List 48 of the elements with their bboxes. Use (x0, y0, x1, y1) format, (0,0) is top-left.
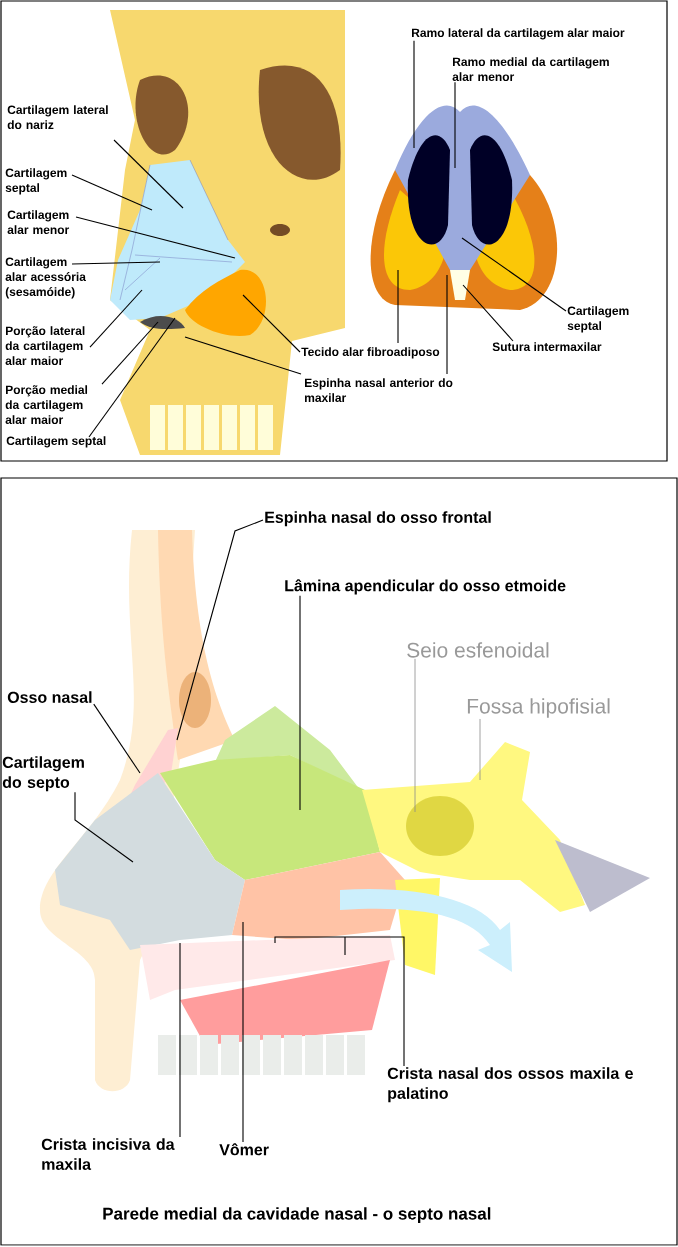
leader-line (274, 936, 405, 1067)
leader-line (75, 216, 236, 259)
leader-line (176, 519, 264, 741)
anatomy-label: Crista incisiva da maxila (41, 1138, 175, 1170)
anatomy-label: Porção lateral da cartilagem alar maior (5, 326, 85, 365)
anatomy-label: Ramo lateral da cartilagem alar maior (412, 28, 625, 40)
leader-line (299, 595, 301, 811)
leader-line (179, 942, 181, 1138)
leader-line (101, 321, 159, 385)
anatomy-label: Crista nasal dos ossos maxila e palatino (387, 1067, 633, 1103)
anatomy-label: Lâmina apendicular do osso etmoide (285, 579, 566, 595)
leader-line (413, 40, 415, 149)
leader-line (74, 791, 134, 863)
nasal-base-drawing (370, 105, 557, 310)
anatomy-label: Cartilagem lateral do nariz (7, 105, 108, 129)
anatomy-label: Ramo medial da cartilagem alar menor (452, 57, 609, 81)
leader-line (89, 289, 143, 348)
leader-line (454, 81, 456, 169)
anatomy-label: Cartilagem do septo (2, 756, 84, 792)
anatomy-label: Sutura intermaxilar (492, 342, 602, 351)
anatomy-label: Seio esfenoidal (407, 642, 549, 658)
caption: Parede medial da cavidade nasal - o septo nasal (103, 1207, 491, 1224)
leader-line (242, 294, 301, 353)
leader-line (414, 658, 416, 813)
anatomy-label: Espinha nasal do osso frontal (265, 511, 491, 527)
anatomy-label: Cartilagem septal (567, 306, 629, 333)
leader-line (113, 139, 184, 209)
leader-line (184, 336, 302, 375)
anatomy-label: Cartilagem alar acessória (sesamóide) (5, 257, 86, 299)
anatomy-label: Cartilagem septal (5, 168, 67, 195)
leader-line (446, 274, 448, 375)
anatomy-label: Cartilagem alar menor (7, 210, 70, 234)
leader-line (71, 261, 161, 265)
anatomy-label: Porção medial da cartilagem alar maior (5, 385, 88, 424)
leader-line (88, 317, 176, 438)
leader-line (479, 718, 481, 781)
anatomy-label: Fossa hipofisial (467, 698, 610, 718)
anatomy-label: Vômer (219, 1143, 269, 1156)
leader-line (71, 174, 153, 211)
anatomy-label: Osso nasal (7, 691, 92, 703)
leader-line (242, 921, 244, 1143)
anatomy-label: Espinha nasal anterior do maxilar (305, 378, 453, 402)
anatomy-label: Tecido alar fibroadiposo (301, 347, 440, 359)
leader-line (461, 237, 567, 312)
leader-line (462, 284, 514, 342)
anatomy-label: Cartilagem septal (6, 436, 106, 448)
leader-line (397, 269, 399, 344)
leader-line (93, 703, 141, 774)
